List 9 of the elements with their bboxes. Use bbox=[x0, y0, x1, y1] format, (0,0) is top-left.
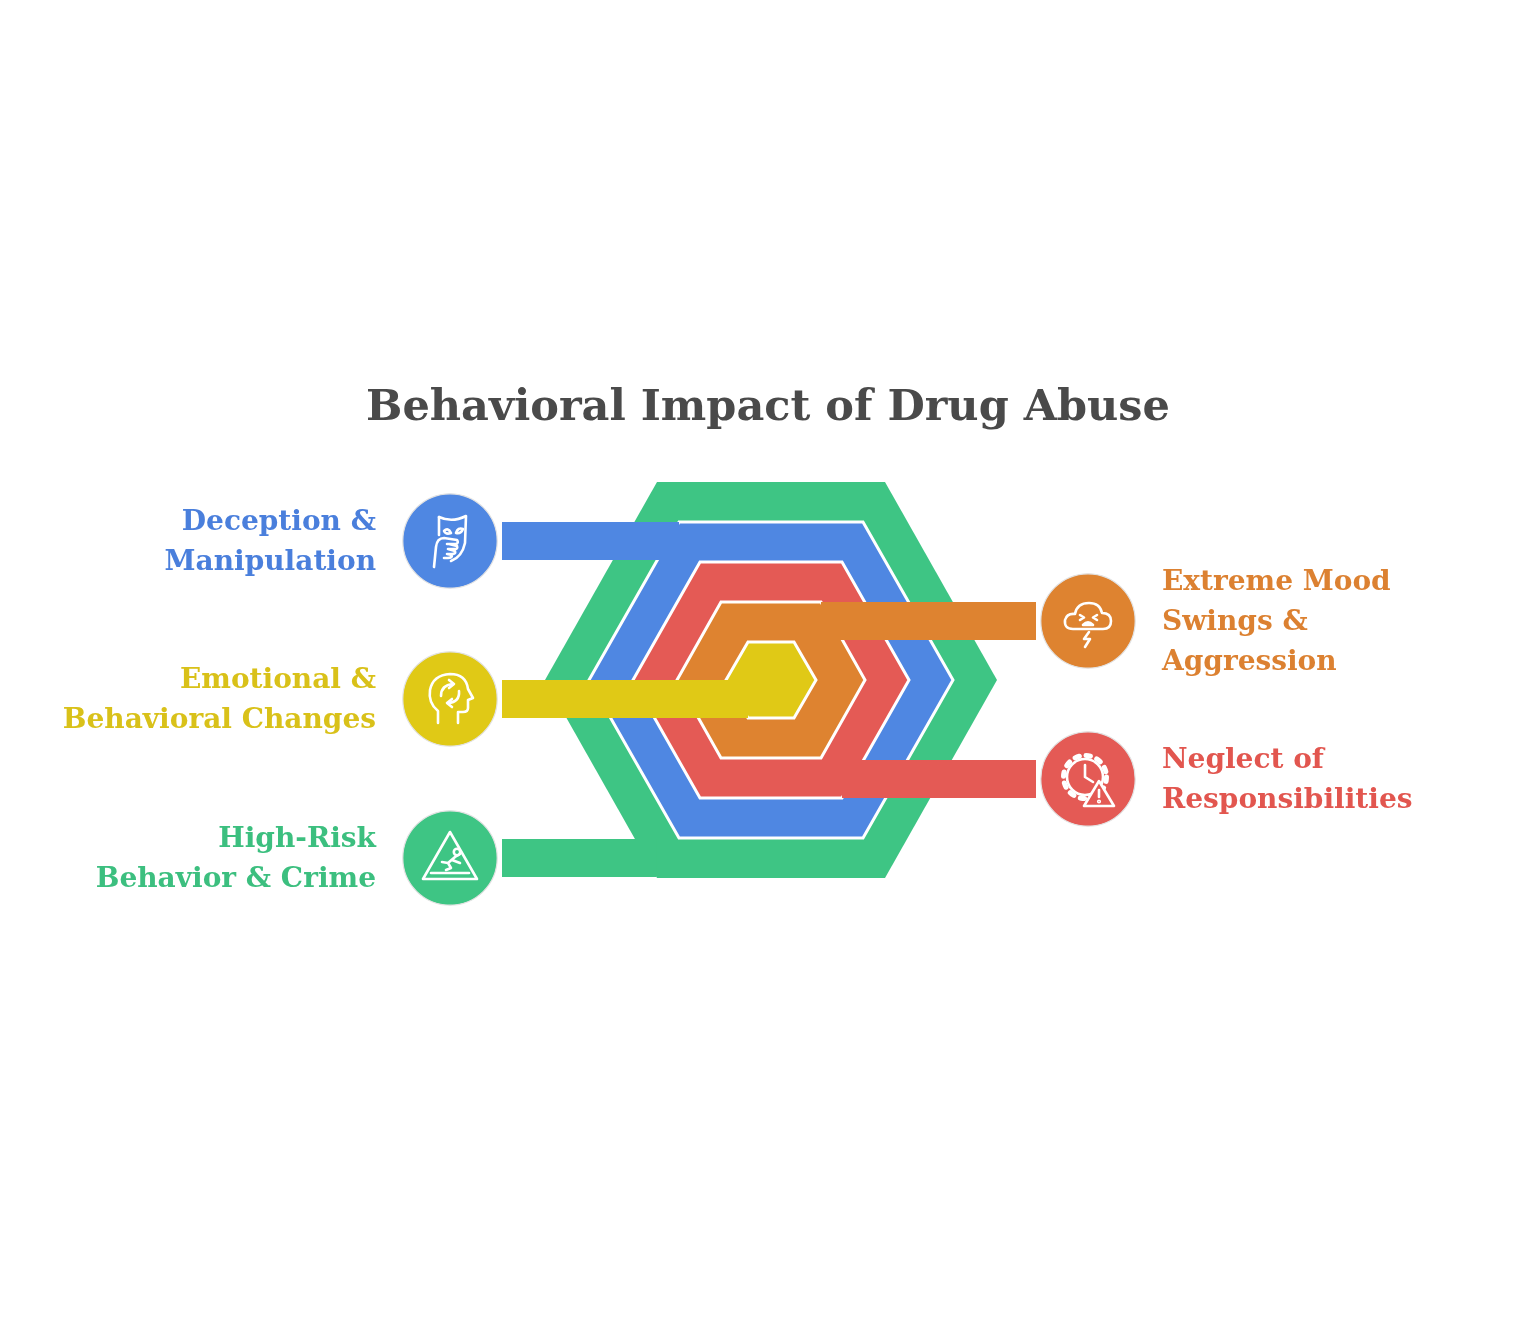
topic-label: Neglect of Responsibilities bbox=[1162, 741, 1414, 817]
connector-band bbox=[821, 602, 1036, 640]
connector-band bbox=[502, 522, 679, 560]
topic-label: Deception & Manipulation bbox=[163, 503, 376, 579]
topic-label: Extreme Mood Swings & Aggression bbox=[1162, 563, 1392, 679]
topic-label: High-Risk Behavior & Crime bbox=[94, 820, 376, 896]
title: Behavioral Impact of Drug Abuse bbox=[366, 379, 1170, 432]
topic-label: Emotional & Behavioral Changes bbox=[61, 661, 376, 737]
connector-band bbox=[502, 839, 657, 877]
